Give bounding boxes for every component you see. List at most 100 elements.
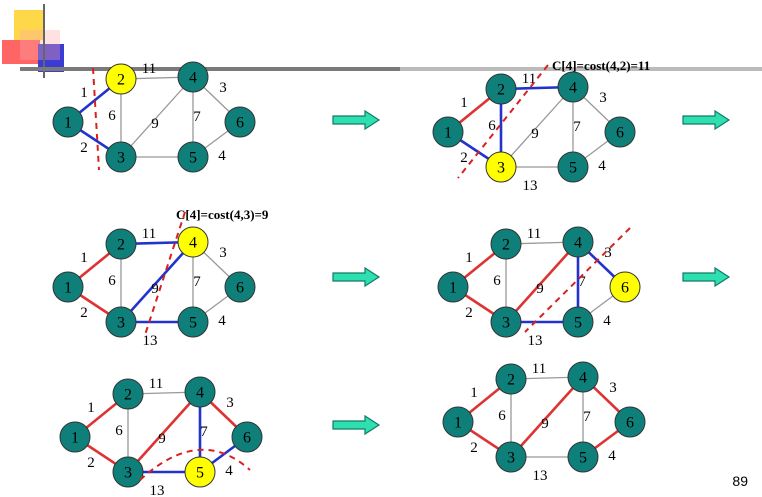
node-2 (490, 228, 522, 260)
node-2 (105, 228, 137, 260)
logo-overlay (20, 30, 60, 60)
node-label-1: 1 (64, 280, 72, 297)
node-label-4: 4 (196, 385, 204, 402)
edge-weight-1-3: 2 (460, 150, 468, 166)
node-4 (567, 361, 599, 393)
edge-weight-1-2: 1 (80, 250, 88, 266)
edge-weight-4-3: 9 (151, 281, 159, 297)
cost-caption: C[4]=cost(4,2)=11 (552, 58, 650, 73)
edge-weight-1-2: 1 (470, 385, 478, 401)
edge-weight-1-3: 2 (470, 440, 478, 456)
node-4-highlighted (177, 226, 209, 258)
edge-weight-4-5: 7 (200, 424, 208, 440)
edge-weight-2-3: 6 (493, 273, 501, 289)
edge-weight-5-6: 4 (603, 313, 611, 329)
header-rule (20, 67, 660, 71)
node-label-5: 5 (189, 315, 197, 332)
step-arrow-1 (332, 109, 381, 131)
node-label-1: 1 (449, 280, 457, 297)
node-5 (177, 141, 209, 173)
node-1 (437, 271, 469, 303)
edge-weight-4-6: 3 (609, 380, 617, 396)
edge-weight-1-3: 2 (80, 305, 88, 321)
node-6 (224, 271, 256, 303)
edge-weight-4-3: 9 (541, 416, 549, 432)
node-label-2: 2 (497, 82, 505, 99)
node-label-3: 3 (117, 150, 125, 167)
logo-red-square (2, 40, 40, 64)
edge-weight-3-5: 13 (523, 178, 538, 194)
node-2 (485, 73, 517, 105)
edge-weight-1-2: 1 (80, 85, 88, 101)
edge-weight-4-5: 7 (193, 274, 201, 290)
step-arrow-5 (332, 414, 381, 436)
node-label-1: 1 (454, 415, 462, 432)
node-label-6: 6 (616, 125, 624, 142)
node-2-highlighted (105, 63, 137, 95)
edge-weight-1-2: 1 (87, 400, 95, 416)
edge-weight-1-3: 2 (465, 305, 473, 321)
edge-weight-4-5: 7 (193, 109, 201, 125)
node-6 (224, 106, 256, 138)
edge-weight-4-6: 3 (219, 245, 227, 261)
edge-weight-4-6: 3 (599, 90, 607, 106)
node-label-2: 2 (117, 237, 125, 254)
node-label-1: 1 (64, 115, 72, 132)
edge-weight-5-6: 4 (608, 448, 616, 464)
edge-weight-4-3: 9 (536, 281, 544, 297)
cost-caption: C[4]=cost(4,3)=9 (176, 207, 269, 222)
edge-4-3 (510, 376, 584, 458)
edge-weight-5-6: 4 (598, 158, 606, 174)
edge-weight-2-3: 6 (488, 118, 496, 134)
node-4 (557, 71, 589, 103)
node-label-4: 4 (579, 370, 587, 387)
node-2 (495, 363, 527, 395)
node-label-5: 5 (196, 465, 204, 482)
edge-weight-5-6: 4 (218, 313, 226, 329)
edge-weight-1-2: 1 (460, 95, 468, 111)
node-label-6: 6 (236, 280, 244, 297)
logo-yellow-square (14, 10, 44, 40)
edge-weight-2-3: 6 (498, 408, 506, 424)
edge-weight-4-3: 9 (531, 126, 539, 142)
edge-4-3 (500, 86, 574, 168)
node-label-6: 6 (243, 430, 251, 447)
node-3-highlighted (485, 151, 517, 183)
node-1 (432, 116, 464, 148)
edge-weight-4-5: 7 (573, 119, 581, 135)
node-label-4: 4 (574, 235, 582, 252)
node-label-4: 4 (569, 80, 577, 97)
node-label-1: 1 (71, 430, 79, 447)
step-arrow-4 (682, 266, 731, 288)
node-label-2: 2 (507, 372, 515, 389)
edge-weight-4-5: 7 (583, 409, 591, 425)
node-3 (105, 306, 137, 338)
slide-logo (2, 4, 762, 78)
edge-weight-3-5: 13 (533, 468, 548, 484)
node-5 (567, 441, 599, 473)
cut-line-4 (524, 227, 631, 333)
node-label-5: 5 (189, 150, 197, 167)
edge-weight-4-6: 3 (219, 80, 227, 96)
node-1 (52, 271, 84, 303)
edge-weight-2-4: 11 (149, 376, 163, 392)
step-arrows (332, 109, 731, 436)
node-label-3: 3 (117, 315, 125, 332)
node-5-highlighted (184, 456, 216, 488)
page-number: 89 (732, 473, 748, 489)
cut-line-1 (92, 67, 100, 171)
node-label-3: 3 (507, 450, 515, 467)
edge-weight-4-5: 7 (578, 274, 586, 290)
node-1 (442, 406, 474, 438)
edge-weight-2-4: 11 (527, 226, 541, 242)
node-label-4: 4 (189, 235, 197, 252)
edge-weight-5-6: 4 (225, 463, 233, 479)
node-1 (52, 106, 84, 138)
edge-weight-3-5: 13 (143, 333, 158, 349)
edge-weight-4-3: 9 (151, 116, 159, 132)
edge-4-3 (120, 76, 194, 158)
node-label-6: 6 (236, 115, 244, 132)
step-arrow-3 (332, 266, 381, 288)
